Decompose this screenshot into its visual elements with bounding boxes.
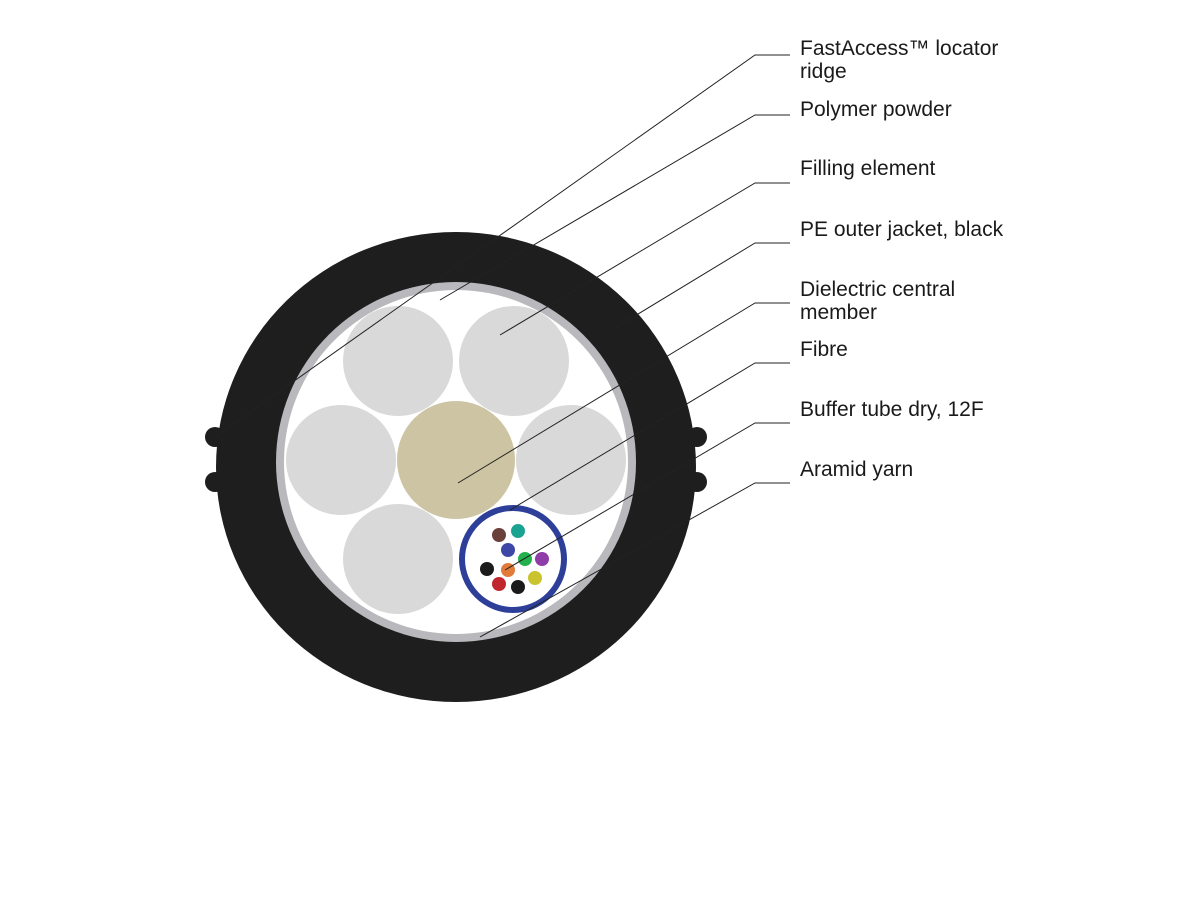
leader-line-buffer-tube — [504, 422, 790, 571]
label-polymer-powder: Polymer powder — [800, 98, 952, 121]
label-central-member: Dielectric central member — [800, 278, 956, 324]
label-aramid-yarn: Aramid yarn — [800, 458, 914, 481]
label-fibre: Fibre — [800, 338, 848, 361]
fibre — [492, 577, 506, 591]
label-outer-jacket: PE outer jacket, black — [800, 218, 1004, 241]
fibre — [518, 552, 532, 566]
leader-line-locator-ridge — [214, 54, 790, 438]
fibre — [511, 580, 525, 594]
filling-element-top-left — [343, 306, 453, 416]
fibre — [492, 528, 506, 542]
leader-line-central-member — [457, 302, 790, 484]
filling-element-left — [286, 405, 396, 515]
fibre — [480, 562, 494, 576]
label-filling-element: Filling element — [800, 157, 936, 180]
filling-element-bottom-left — [343, 504, 453, 614]
fibre — [511, 524, 525, 538]
fibre — [528, 571, 542, 585]
dielectric-central-member — [397, 401, 515, 519]
leader-line-filling-element — [499, 182, 790, 336]
leader-line-aramid-yarn — [479, 482, 790, 638]
leader-line-fibre — [509, 362, 790, 511]
fibre — [535, 552, 549, 566]
fibre — [501, 543, 515, 557]
filling-element-top-right — [459, 306, 569, 416]
leader-lines — [214, 54, 790, 638]
filling-element-right — [516, 405, 626, 515]
leader-line-polymer-powder — [439, 114, 790, 301]
leader-line-outer-jacket — [614, 242, 790, 329]
label-locator-ridge: FastAccess™ locator ridge — [800, 37, 999, 83]
label-buffer-tube: Buffer tube dry, 12F — [800, 398, 984, 421]
